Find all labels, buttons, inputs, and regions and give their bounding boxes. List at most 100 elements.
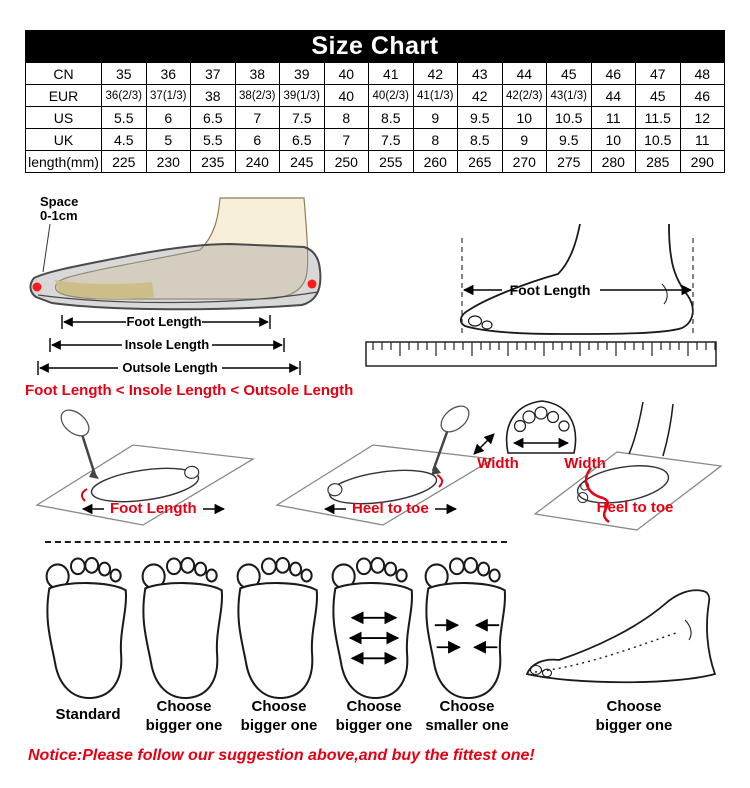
size-chart-cell: 42: [412, 62, 458, 85]
foot-outline-standard: [42, 552, 134, 702]
size-chart-cell: 245: [279, 150, 325, 173]
heel-to-toe-label-2: Heel to toe: [596, 499, 674, 516]
size-chart-cell: 46: [679, 84, 725, 107]
heel-to-toe-label-text: Heel to toe: [352, 500, 429, 517]
size-chart-cell: 265: [457, 150, 503, 173]
size-chart-cell: 9.5: [457, 106, 503, 129]
size-chart-cell: 38(2/3): [234, 84, 280, 107]
fit-label-bigger-2: Choose bigger one: [240, 698, 318, 734]
size-chart-cell: 35: [101, 62, 147, 85]
size-chart-cell: 41: [368, 62, 414, 85]
size-chart-cell: 44: [501, 62, 547, 85]
size-chart-cell: 36(2/3): [101, 84, 147, 107]
size-chart-cell: 6: [234, 128, 280, 151]
size-chart-cell: 45: [635, 84, 681, 107]
foot-outline-bigger-1: [138, 552, 230, 702]
size-chart-row-label: CN: [25, 62, 102, 85]
size-chart-cell: 38: [190, 84, 236, 107]
size-chart-cell: 48: [679, 62, 725, 85]
size-chart-cell: 4.5: [101, 128, 147, 151]
size-chart-cell: 280: [590, 150, 636, 173]
foot-length-label-text: Foot Length: [110, 500, 197, 517]
size-chart-cell: 8: [323, 106, 369, 129]
size-chart-cell: 6: [145, 106, 191, 129]
size-chart-cell: 45: [546, 62, 592, 85]
fit-label-bigger-4: Choose bigger one: [595, 698, 673, 734]
size-chart-cell: 12: [679, 106, 725, 129]
fit-label-smaller: Choose smaller one: [425, 698, 509, 734]
width-label-2: Width: [564, 455, 606, 472]
hand-icon: [60, 409, 90, 437]
size-chart-cell: 44: [590, 84, 636, 107]
size-chart-cell: 7.5: [279, 106, 325, 129]
size-chart-cell: 9: [501, 128, 547, 151]
size-chart-cell: 42(2/3): [501, 84, 547, 107]
size-chart-cell: 46: [590, 62, 636, 85]
size-chart-cell: 11: [590, 106, 636, 129]
width-label-1: Width: [477, 455, 519, 472]
size-chart-cell: 43(1/3): [546, 84, 592, 107]
size-chart-cell: 8.5: [368, 106, 414, 129]
size-chart-cell: 260: [412, 150, 458, 173]
ruler-icon: [365, 341, 717, 367]
size-chart-cell: 285: [635, 150, 681, 173]
fit-label-bigger-3: Choose bigger one: [335, 698, 413, 734]
size-chart-cell: 5.5: [190, 128, 236, 151]
size-chart-row-label: length(mm): [25, 150, 102, 173]
size-chart-cell: 37: [190, 62, 236, 85]
size-chart-cell: 235: [190, 150, 236, 173]
side-foot-sketch: [525, 589, 717, 684]
size-chart-cell: 290: [679, 150, 725, 173]
size-chart-cell: 40(2/3): [368, 84, 414, 107]
size-chart-cell: 250: [323, 150, 369, 173]
size-chart-cell: 40: [323, 62, 369, 85]
size-chart-cell: 42: [457, 84, 503, 107]
heel-to-toe-measure-label: Heel to toe: [322, 500, 459, 517]
size-chart-cell: 38: [234, 62, 280, 85]
foot-outline-bigger-2: [233, 552, 325, 702]
outsole-length-arrow-label: Outsole Length: [122, 360, 217, 375]
size-chart-cell: 37(1/3): [145, 84, 191, 107]
notice-text: Notice:Please follow our suggestion abov…: [28, 747, 535, 764]
size-chart-cell: 10.5: [546, 106, 592, 129]
toe-marker-dot: [32, 282, 42, 292]
right-arrow-icon: [434, 503, 457, 514]
fit-label-bigger-1: Choose bigger one: [145, 698, 223, 734]
shoe-cross-section-diagram: Space 0-1cm Foot Length Insole Length Ou…: [29, 194, 322, 375]
width-heel-to-toe-illustration: [533, 401, 723, 531]
size-chart-cell: 230: [145, 150, 191, 173]
foot-outline-wide: [328, 552, 420, 702]
fit-label-standard: Standard: [55, 706, 121, 723]
size-chart-row-label: US: [25, 106, 102, 129]
left-arrow-icon: [81, 503, 104, 514]
size-chart-cell: 10: [590, 128, 636, 151]
size-chart-cell: 7: [234, 106, 280, 129]
size-chart-cell: 270: [501, 150, 547, 173]
measure-heel-to-toe-illustration: [275, 405, 495, 526]
size-chart-cell: 8.5: [457, 128, 503, 151]
space-label-line2: 0-1cm: [40, 208, 78, 223]
hand-icon: [440, 405, 470, 433]
size-chart-cell: 11: [679, 128, 725, 151]
size-chart-cell: 240: [234, 150, 280, 173]
size-chart-cell: 9: [412, 106, 458, 129]
size-chart-cell: 7: [323, 128, 369, 151]
size-chart-cell: 5.5: [101, 106, 147, 129]
insole-length-arrow-label: Insole Length: [125, 337, 210, 352]
size-chart-cell: 5: [145, 128, 191, 151]
page-title: Size Chart: [25, 30, 725, 62]
size-chart-cell: 6.5: [190, 106, 236, 129]
space-label-line1: Space: [40, 194, 78, 209]
toe-width-diagram: [473, 400, 577, 455]
size-chart-cell: 40: [323, 84, 369, 107]
length-rule-text: Foot Length < Insole Length < Outsole Le…: [25, 382, 354, 399]
size-chart-cell: 43: [457, 62, 503, 85]
profile-foot-length-label: Foot Length: [510, 282, 591, 298]
size-chart-cell: 7.5: [368, 128, 414, 151]
